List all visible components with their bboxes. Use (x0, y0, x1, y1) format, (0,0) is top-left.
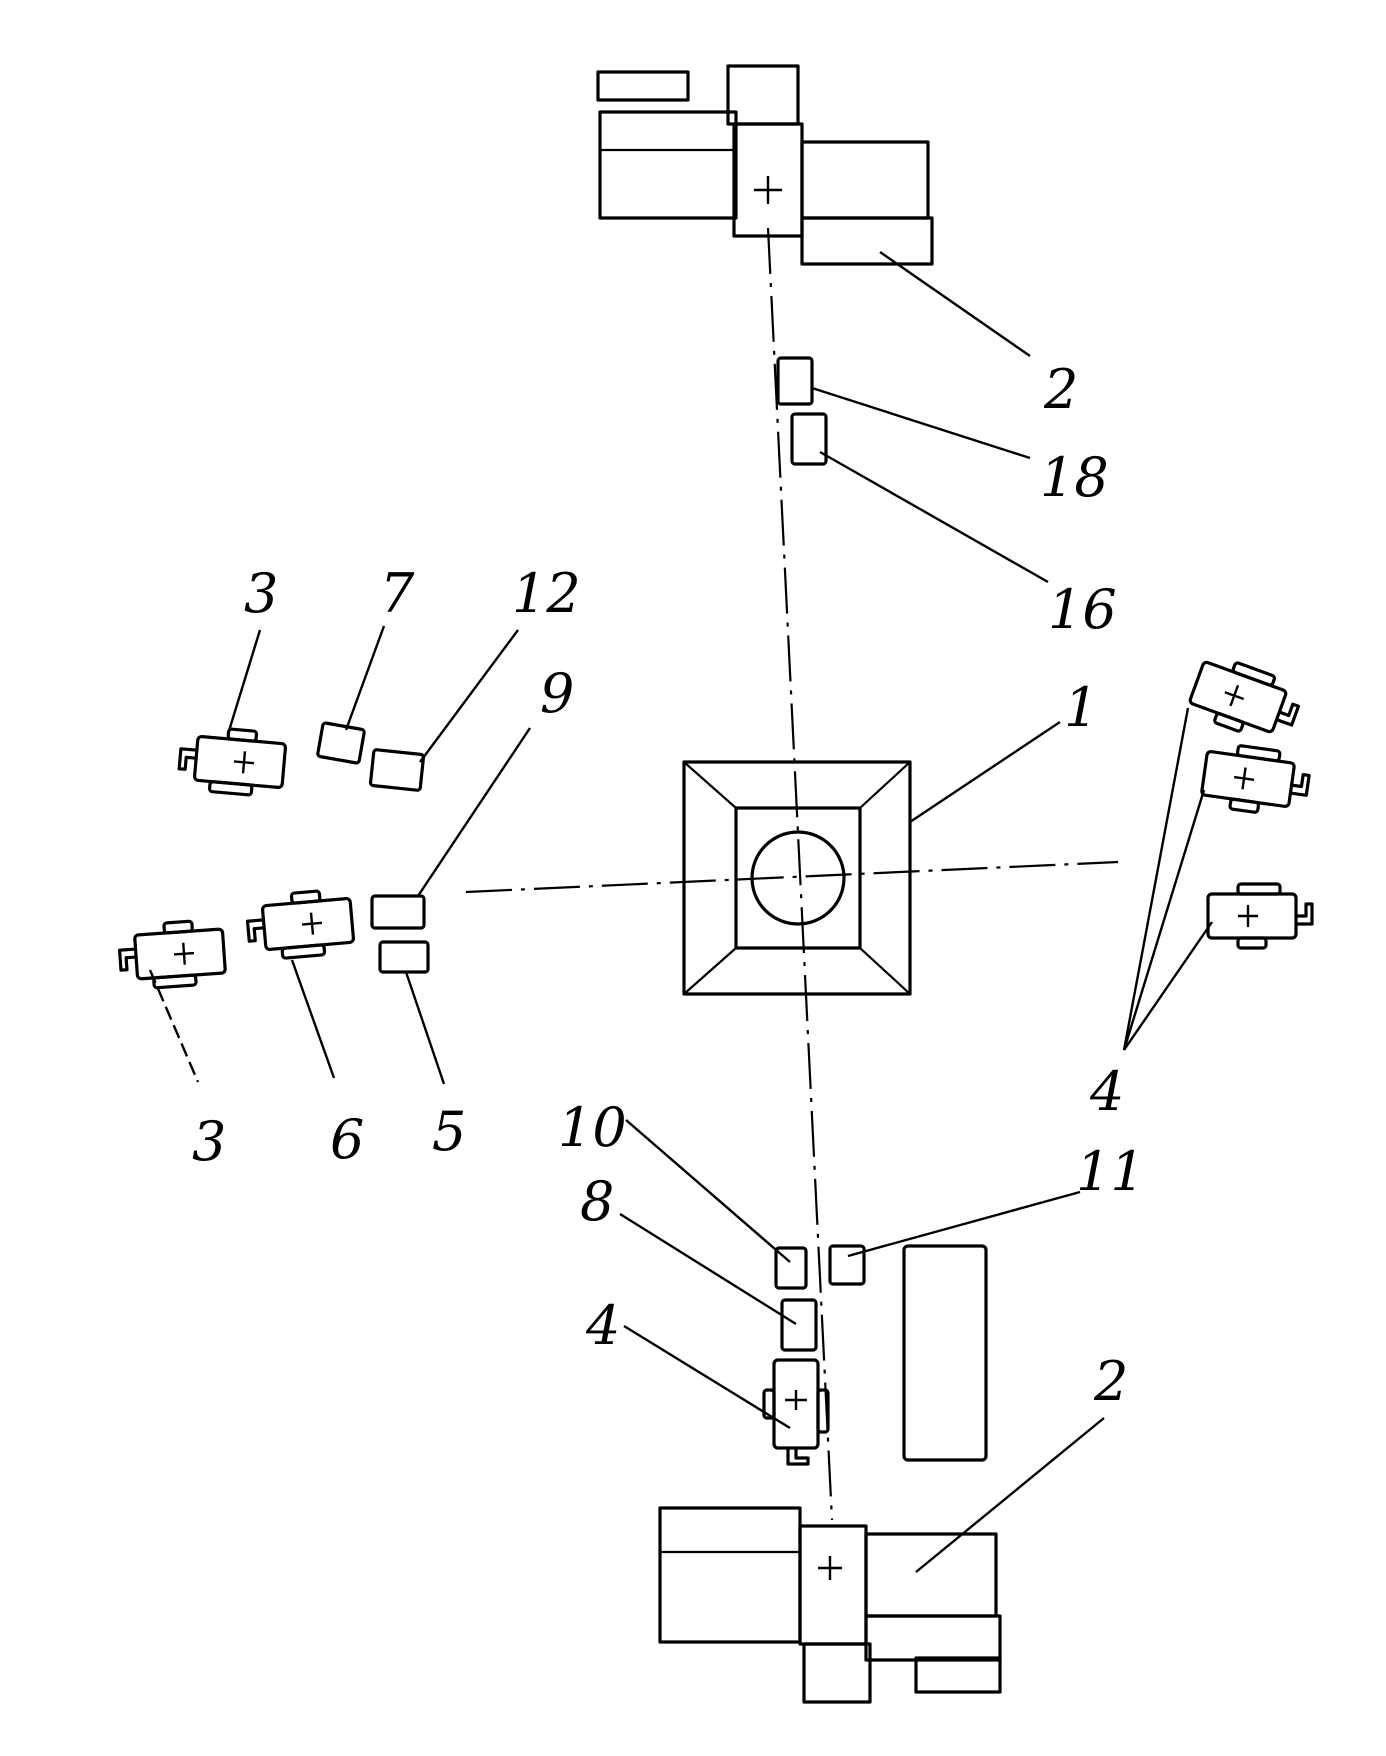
box-8 (780, 1298, 818, 1352)
label-4-right: 4 (1089, 1060, 1124, 1123)
box-11 (828, 1244, 866, 1286)
label-18: 18 (1040, 446, 1109, 509)
central-unit-1 (682, 760, 912, 996)
box-18 (776, 356, 814, 406)
box-12 (368, 748, 426, 792)
box-7 (316, 721, 366, 765)
chair-3-upper (175, 723, 289, 800)
label-10: 10 (558, 1096, 627, 1159)
box-5 (378, 940, 430, 974)
box-10 (774, 1246, 808, 1290)
label-3-lower: 3 (192, 1110, 226, 1173)
label-9: 9 (540, 662, 574, 725)
label-12: 12 (512, 562, 581, 625)
chair-4-right-a (1184, 650, 1307, 750)
chairs (116, 650, 1314, 1466)
small-boxes (316, 356, 866, 1352)
label-7: 7 (380, 562, 415, 625)
bottom-machine-2 (658, 1506, 1002, 1704)
leader-lines (148, 251, 1213, 1573)
label-6: 6 (330, 1108, 364, 1171)
horizontal-axis-line (465, 860, 1119, 894)
chair-6 (243, 886, 357, 963)
label-4-bottom: 4 (585, 1294, 620, 1357)
label-2-top: 2 (1043, 358, 1078, 421)
vertical-axis-line (766, 227, 834, 1521)
label-1: 1 (1064, 676, 1098, 739)
chair-4-bottom (762, 1358, 830, 1466)
label-3-upper: 3 (244, 562, 278, 625)
label-5: 5 (432, 1100, 466, 1163)
center-axes (465, 227, 1119, 1521)
callout-labels: 2 18 16 1 3 7 12 9 3 6 5 4 10 11 8 4 2 (192, 358, 1145, 1413)
box-9 (370, 894, 426, 930)
chair-4-right-b (1198, 739, 1314, 821)
label-11: 11 (1076, 1140, 1145, 1203)
chair-4-right-c (1206, 882, 1314, 950)
tall-cabinet (902, 1244, 988, 1462)
label-16: 16 (1048, 578, 1117, 641)
top-machine-2 (596, 64, 934, 266)
box-16 (790, 412, 828, 466)
label-2-bottom: 2 (1093, 1350, 1128, 1413)
chair-3-lower (116, 917, 228, 992)
label-8: 8 (580, 1170, 614, 1233)
